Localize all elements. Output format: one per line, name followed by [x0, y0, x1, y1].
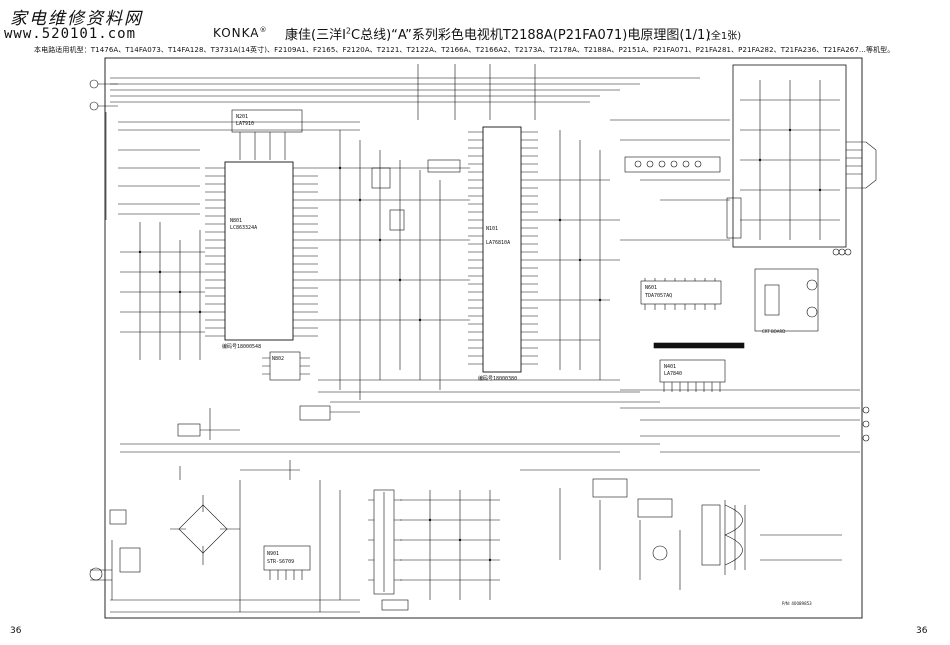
page-number-right: 36: [916, 626, 928, 636]
page-header: 家电维修资料网 www.520101.com KONKA® 康佳(三洋I2C总线…: [0, 0, 950, 60]
main-ic-label-ref: N101: [486, 226, 498, 232]
field-ic-label-ref: N401: [664, 364, 676, 370]
cpu-code-label: 编码号18000548: [222, 343, 261, 350]
cpu-label-part: LC863324A: [230, 225, 257, 231]
eeprom-label: N802: [272, 356, 284, 362]
field-ic-label-part: LA7840: [664, 371, 682, 377]
brand-label: KONKA®: [213, 26, 268, 40]
tuner-label-ref: N201: [236, 114, 248, 120]
cpu-label-ref: N801: [230, 218, 242, 224]
site-name: 家电维修资料网: [10, 9, 143, 29]
sheet-note: (全1张): [707, 31, 742, 42]
audio-ic-label-part: TDA7057AQ: [645, 293, 672, 299]
site-url: www.520101.com: [4, 26, 137, 42]
power-ic-label-part: STR-S6709: [267, 559, 294, 565]
part-number-label: P/N: 40089853: [782, 601, 812, 606]
main-ic-code-label: 编码号18000380: [478, 375, 517, 382]
tuner-label-part: LA7910: [236, 121, 254, 127]
audio-ic-label-ref: N601: [645, 285, 657, 291]
applicable-models: 本电路适用机型：T1476A、T14FA073、T14FA128、T3731A(…: [34, 46, 895, 54]
page-number-left: 36: [10, 626, 22, 636]
crt-board-label: CRT BOARD: [762, 329, 785, 334]
main-ic-label-part: LA76810A: [486, 240, 510, 246]
power-ic-label-ref: N901: [267, 551, 279, 557]
diagram-title: 康佳(三洋I2C总线)“A”系列彩色电视机T2188A(P21FA071)电原理…: [285, 26, 711, 43]
